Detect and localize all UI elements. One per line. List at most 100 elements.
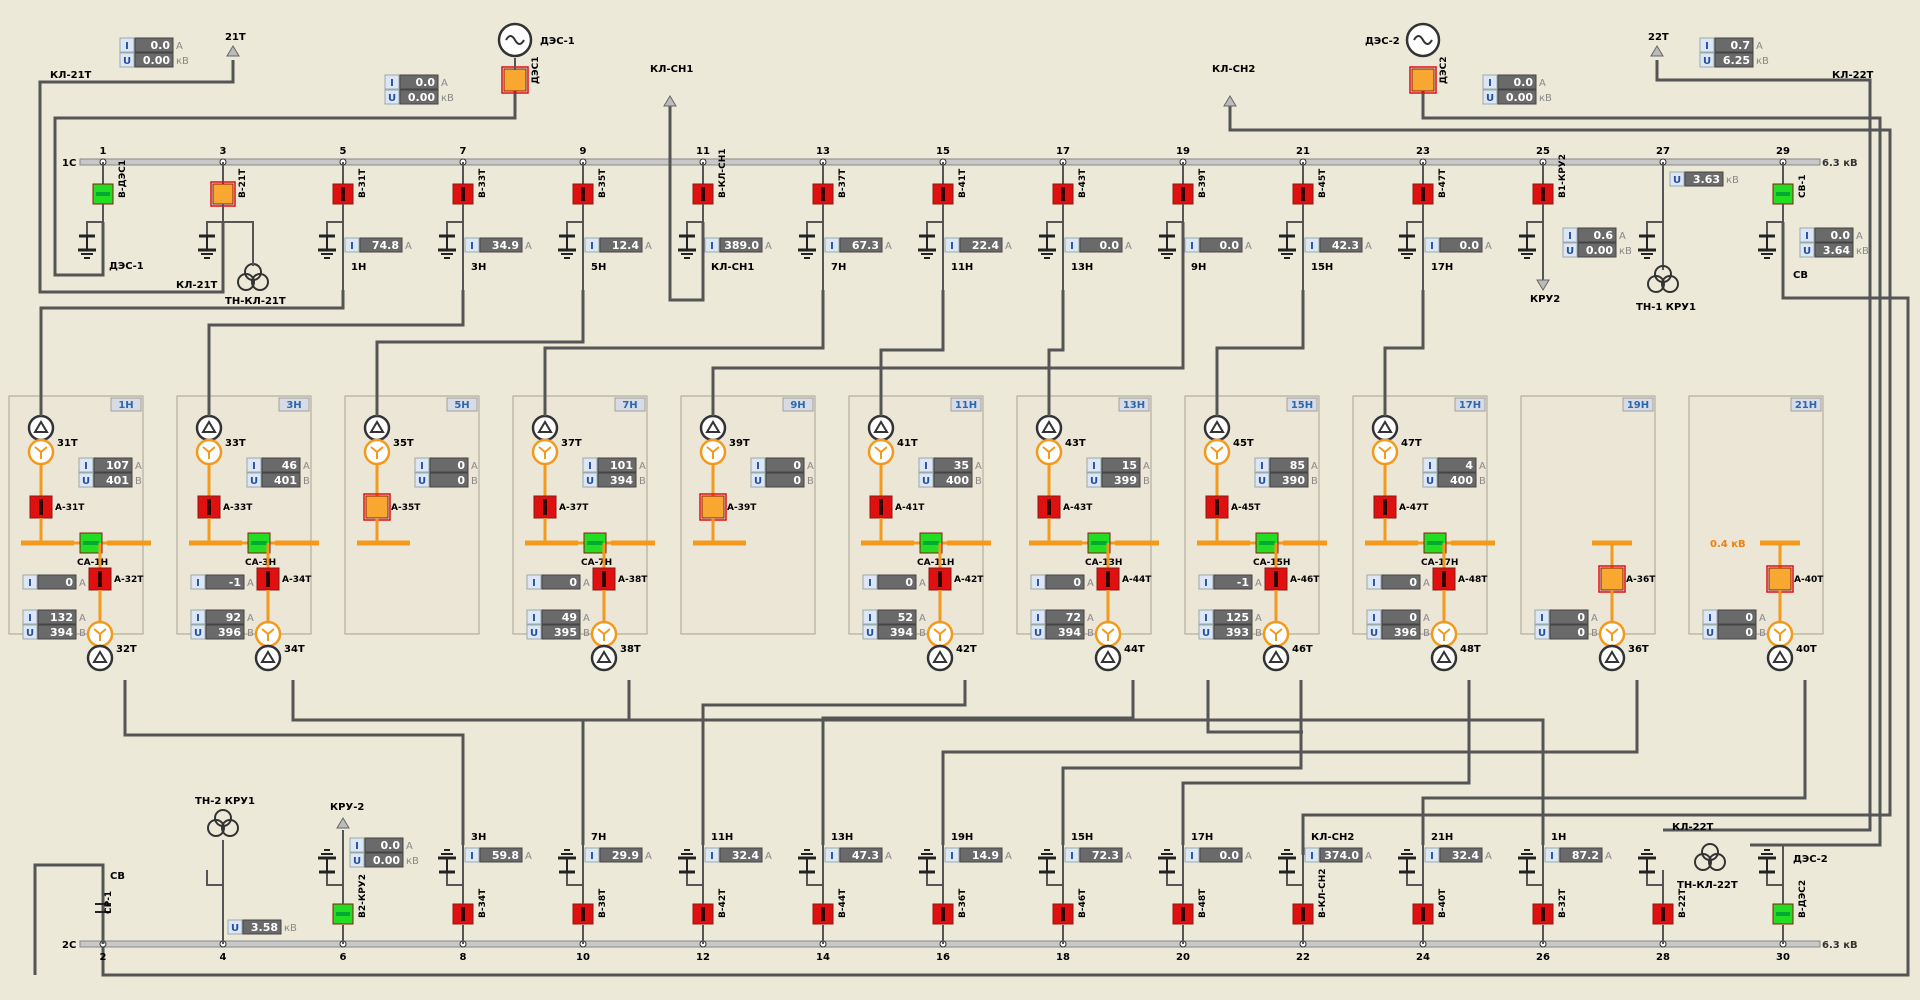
switch-В-34Т[interactable]: В-34Т xyxy=(452,888,488,925)
section-switch-СА-3Н[interactable] xyxy=(247,532,271,554)
breaker-А-45Т[interactable] xyxy=(1205,495,1229,519)
meter-unit: А xyxy=(919,578,926,589)
transformer-39Т-hv-icon xyxy=(699,414,727,442)
meter-key: U xyxy=(1090,476,1098,487)
meter-value-box xyxy=(1439,237,1483,253)
switch-В-21Т[interactable]: В-21Т xyxy=(210,168,248,207)
switch-body[interactable] xyxy=(365,495,389,519)
meter-unit: А xyxy=(1255,613,1262,624)
switch-body[interactable] xyxy=(1600,567,1624,591)
meter-unit: А xyxy=(885,241,892,252)
breaker-label: А-41Т xyxy=(895,503,925,513)
breaker-А-34Т[interactable] xyxy=(256,567,280,591)
section-switch-СА-1Н[interactable] xyxy=(79,532,103,554)
star-mark xyxy=(1378,446,1392,459)
breaker-А-48Т[interactable] xyxy=(1432,567,1456,591)
meter-key: U xyxy=(194,628,202,639)
switch-В-32Т[interactable]: В-32Т xyxy=(1532,888,1568,925)
breaker-А-33Т[interactable] xyxy=(197,495,221,519)
meter-unit: А xyxy=(1365,851,1372,862)
breaker-А-35Т[interactable] xyxy=(363,493,391,521)
switch-В-33Т[interactable]: В-33Т xyxy=(452,168,488,205)
switch-В-42Т[interactable]: В-42Т xyxy=(692,888,728,925)
breaker-А-44Т[interactable] xyxy=(1096,567,1120,591)
section-switch-СА-13Н[interactable] xyxy=(1087,532,1111,554)
switch-В-35Т[interactable]: В-35Т xyxy=(572,168,608,205)
section-switch-СА-7Н[interactable] xyxy=(583,532,607,554)
switch-В-22Т[interactable]: В-22Т xyxy=(1652,888,1688,925)
breaker-А-31Т[interactable] xyxy=(29,495,53,519)
ground-icon xyxy=(1158,849,1176,874)
switch-В-38Т[interactable]: В-38Т xyxy=(572,888,608,925)
feed-aux xyxy=(1206,680,1303,734)
switch-В-39Т[interactable]: В-39Т xyxy=(1172,168,1208,205)
cell-number: 14 xyxy=(816,952,830,963)
breaker-А-37Т[interactable] xyxy=(533,495,557,519)
switch-В-44Т[interactable]: В-44Т xyxy=(812,888,848,925)
switch-В-43Т[interactable]: В-43Т xyxy=(1052,168,1088,205)
meter-unit: кВ xyxy=(1856,246,1869,257)
switch-В1-КРУ2[interactable]: В1-КРУ2 xyxy=(1532,154,1568,205)
meter-key-box xyxy=(526,624,542,640)
switch-body[interactable] xyxy=(1768,567,1792,591)
breaker-А-32Т[interactable] xyxy=(88,567,112,591)
meter-key: I xyxy=(1036,578,1040,589)
switch-closed-mark xyxy=(821,907,825,921)
meter-key-box xyxy=(1086,457,1102,473)
breaker-А-42Т[interactable] xyxy=(928,567,952,591)
breaker-А-43Т[interactable] xyxy=(1037,495,1061,519)
switch-В-48Т[interactable]: В-48Т xyxy=(1172,888,1208,925)
switch-В-40Т[interactable]: В-40Т xyxy=(1412,888,1448,925)
cell-number: 29 xyxy=(1776,146,1790,157)
switch-В2-КРУ2[interactable]: В2-КРУ2 xyxy=(332,874,368,925)
switch-body[interactable] xyxy=(701,495,725,519)
switch-В-31Т[interactable]: В-31Т xyxy=(332,168,368,205)
switch-В-ДЭС1[interactable]: В-ДЭС1 xyxy=(92,160,128,205)
switch-В-47Т[interactable]: В-47Т xyxy=(1412,168,1448,205)
meter-key-box xyxy=(1422,472,1438,488)
transformer-36Т-lv-icon xyxy=(1598,620,1626,648)
breaker-А-36Т[interactable] xyxy=(1598,565,1626,593)
dg1-switch[interactable]: ДЭС1 xyxy=(501,57,541,94)
breaker-А-41Т[interactable] xyxy=(869,495,893,519)
switch-В-36Т[interactable]: В-36Т xyxy=(932,888,968,925)
switch-В-45Т[interactable]: В-45Т xyxy=(1292,168,1328,205)
switch-В-КЛ-СН2[interactable]: В-КЛ-СН2 xyxy=(1292,868,1328,925)
switch-closed-mark xyxy=(1274,571,1278,587)
breaker-А-39Т[interactable] xyxy=(699,493,727,521)
ground-lead xyxy=(806,221,823,236)
switch-body[interactable] xyxy=(503,68,527,92)
meter-value: 35 xyxy=(954,459,969,472)
meter-unit: А xyxy=(1485,851,1492,862)
switch-В-46Т[interactable]: В-46Т xyxy=(1052,888,1088,925)
breaker-А-47Т[interactable] xyxy=(1373,495,1397,519)
breaker-А-38Т[interactable] xyxy=(592,567,616,591)
section-switch-СА-17Н[interactable] xyxy=(1423,532,1447,554)
breaker-А-40Т[interactable] xyxy=(1766,565,1794,593)
meter-key: I xyxy=(1036,613,1040,624)
meter-value: 394 xyxy=(50,626,73,639)
meter-unit: кВ xyxy=(284,923,297,934)
switch-В-37Т[interactable]: В-37Т xyxy=(812,168,848,205)
section-switch-СА-11Н[interactable] xyxy=(919,532,943,554)
section-switch-СА-15Н[interactable] xyxy=(1255,532,1279,554)
delta-mark xyxy=(1100,650,1116,663)
meter-key-box xyxy=(526,574,542,590)
breaker-А-46Т[interactable] xyxy=(1264,567,1288,591)
transformer-46Т-lv-icon xyxy=(1262,620,1290,648)
switch-label: В-37Т xyxy=(838,168,848,198)
meter-unit: А xyxy=(1756,41,1763,52)
switch-СВ-1[interactable]: СВ-1 xyxy=(1772,175,1808,205)
ground-icon xyxy=(918,234,936,259)
meter-key: U xyxy=(1034,628,1042,639)
ground-lead xyxy=(1406,221,1423,236)
switch-body[interactable] xyxy=(212,183,234,205)
delta-mark xyxy=(260,650,276,663)
transformer-label: 38Т xyxy=(620,644,641,655)
dg2-switch[interactable]: ДЭС2 xyxy=(1409,57,1449,94)
switch-body[interactable] xyxy=(1411,68,1435,92)
switch-В-41Т[interactable]: В-41Т xyxy=(932,168,968,205)
switch-В-ДЭС2[interactable]: В-ДЭС2 xyxy=(1772,880,1808,925)
